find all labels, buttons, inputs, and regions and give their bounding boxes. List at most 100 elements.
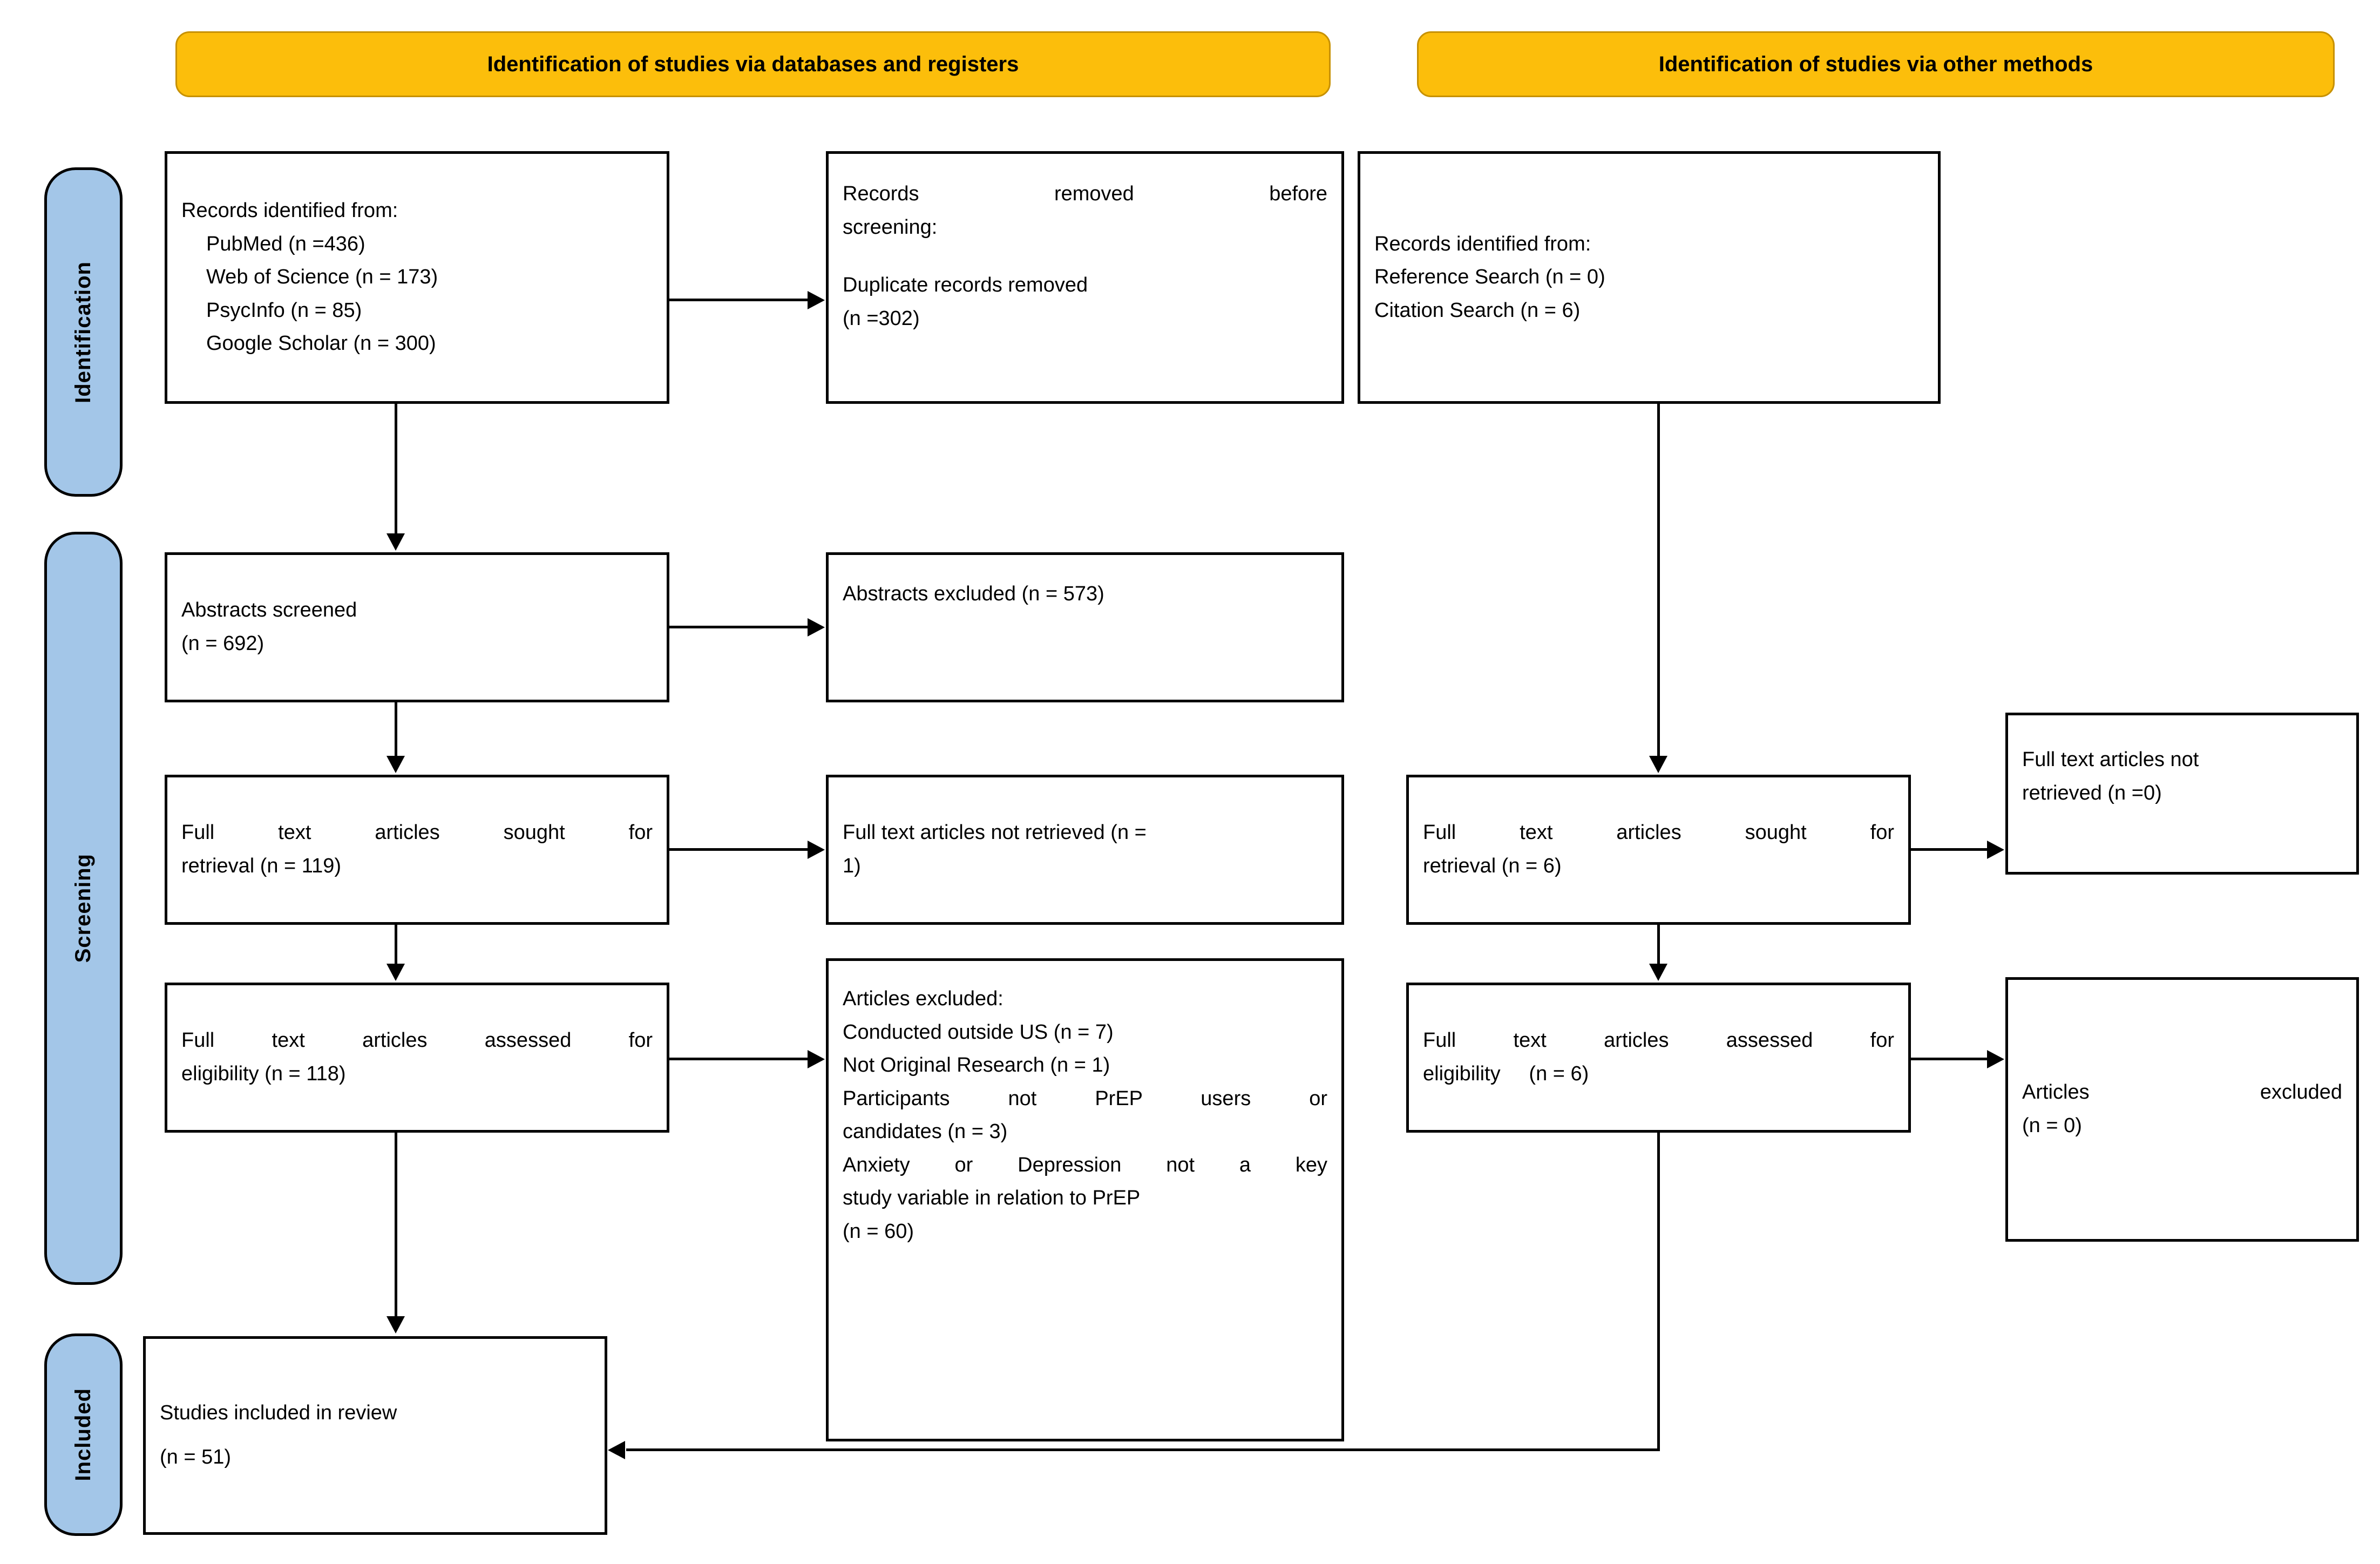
records-source-reference-search: Reference Search (n = 0) <box>1374 266 1605 289</box>
box-fulltext-not-retrieved-other: Full text articles not retrieved (n =0) <box>2005 713 2359 875</box>
fulltext-sought-other-word-sought: sought <box>1745 821 1807 844</box>
fulltext-assessed-other-word-eligibility: eligibility <box>1423 1062 1501 1085</box>
reason3-word-participants: Participants <box>843 1087 950 1110</box>
records-identified-title: Records identified from: <box>181 199 398 222</box>
connector-other-sought-to-not-retrieved <box>1911 848 1988 851</box>
records-identified-other-title: Records identified from: <box>1374 232 1591 255</box>
abstracts-excluded-label: Abstracts excluded (n = 573) <box>843 583 1104 605</box>
records-source-google-scholar: Google Scholar (n = 300) <box>206 332 436 355</box>
reason4-word-anxiety: Anxiety <box>843 1153 910 1176</box>
fulltext-assessed-other-word-for: for <box>1870 1029 1895 1052</box>
phase-header-other-methods: Identification of studies via other meth… <box>1417 31 2335 97</box>
articles-excluded-other-line-2: (n = 0) <box>2022 1114 2082 1137</box>
connector-other-sought-to-assessed <box>1657 925 1660 966</box>
stage-label-screening-text: Screening <box>71 854 95 963</box>
records-removed-line-2: screening: <box>843 211 1327 245</box>
fulltext-sought-word-sought: sought <box>503 821 565 844</box>
fulltext-sought-other-line-2: retrieval (n = 6) <box>1423 855 1562 877</box>
stage-label-screening: Screening <box>44 532 123 1285</box>
records-source-web-of-science: Web of Science (n = 173) <box>206 266 438 289</box>
fulltext-assessed-other-line-1: Full text articles assessed for <box>1423 1024 1894 1058</box>
box-fulltext-assessed-other: Full text articles assessed for eligibil… <box>1406 983 1911 1133</box>
reason3-word-not: not <box>1008 1087 1037 1110</box>
records-removed-word-records: Records <box>843 182 919 205</box>
duplicate-records-removed-count: (n =302) <box>843 307 920 330</box>
arrowhead-other-sought-to-not-retrieved <box>1987 841 2004 859</box>
fulltext-assessed-word-full: Full <box>181 1029 215 1052</box>
arrowhead-identified-to-removed <box>808 291 825 309</box>
connector-sought-to-not-retrieved <box>669 848 809 851</box>
arrowhead-assessed-to-included <box>387 1316 405 1333</box>
box-articles-excluded-databases: Articles excluded: Conducted outside US … <box>826 958 1344 1441</box>
records-source-psycinfo: PsycInfo (n = 85) <box>206 299 362 322</box>
articles-excluded-title: Articles excluded: <box>843 987 1003 1010</box>
box-fulltext-assessed-databases: Full text articles assessed for eligibil… <box>165 983 669 1133</box>
phase-header-databases: Identification of studies via databases … <box>175 31 1331 97</box>
records-removed-word-before: before <box>1269 182 1327 205</box>
connector-other-assessed-left-to-included <box>626 1448 1659 1451</box>
duplicate-records-removed-label: Duplicate records removed <box>843 274 1088 297</box>
phase-header-other-methods-label: Identification of studies via other meth… <box>1658 52 2093 76</box>
box-records-removed-before-screening: Records removed before screening: Duplic… <box>826 151 1344 404</box>
box-fulltext-sought-databases: Full text articles sought for retrieval … <box>165 775 669 925</box>
fulltext-sought-word-for: for <box>628 821 653 844</box>
records-source-citation-search: Citation Search (n = 6) <box>1374 299 1581 322</box>
abstracts-screened-count: (n = 692) <box>181 632 265 655</box>
reason4-word-key: key <box>1295 1153 1328 1176</box>
box-studies-included-in-review: Studies included in review (n = 51) <box>143 1336 607 1535</box>
fulltext-assessed-other-count: (n = 6) <box>1529 1062 1589 1085</box>
arrowhead-assessed-to-excluded <box>808 1050 825 1068</box>
abstracts-screened-label: Abstracts screened <box>181 599 357 622</box>
arrowhead-other-sought-to-assessed <box>1649 964 1667 981</box>
fulltext-assessed-word-for: for <box>628 1029 653 1052</box>
connector-other-assessed-to-excluded <box>1911 1058 1988 1060</box>
fulltext-assessed-other-word-full: Full <box>1423 1029 1456 1052</box>
records-removed-colon: : <box>931 215 938 239</box>
records-source-pubmed: PubMed (n =436) <box>206 232 365 255</box>
fulltext-sought-other-line-1: Full text articles sought for <box>1423 816 1894 850</box>
connector-identified-to-abstracts <box>395 404 397 535</box>
records-removed-word-removed: removed <box>1054 182 1134 205</box>
fulltext-assessed-word-articles: articles <box>362 1029 428 1052</box>
fulltext-assessed-word-assessed: assessed <box>484 1029 572 1052</box>
connector-other-identified-to-sought <box>1657 404 1660 757</box>
arrowhead-identified-to-abstracts <box>387 533 405 551</box>
connector-assessed-to-excluded <box>669 1058 809 1060</box>
fulltext-assessed-other-word-articles: articles <box>1604 1029 1669 1052</box>
arrowhead-abstracts-to-sought <box>387 756 405 773</box>
box-articles-excluded-other: Articles excluded (n = 0) <box>2005 977 2359 1242</box>
connector-abstracts-to-excluded <box>669 626 809 628</box>
reason3-word-users: users <box>1201 1087 1251 1110</box>
fulltext-sought-line-1: Full text articles sought for <box>181 816 653 850</box>
reason4-word-or: or <box>954 1153 973 1176</box>
fulltext-not-retrieved-other-line-2: retrieved (n =0) <box>2022 781 2162 804</box>
fulltext-not-retrieved-other-line-1: Full text articles not <box>2022 748 2199 771</box>
articles-excluded-reason-3-line-1: Participants not PrEP users or <box>843 1082 1327 1116</box>
fulltext-not-retrieved-line-2: 1) <box>843 855 861 877</box>
reason4-word-depression: Depression <box>1018 1153 1122 1176</box>
fulltext-assessed-other-line-2: eligibility (n = 6) <box>1423 1058 1894 1091</box>
box-records-identified-other: Records identified from: Reference Searc… <box>1358 151 1941 404</box>
fulltext-assessed-other-word-assessed: assessed <box>1726 1029 1813 1052</box>
fulltext-sought-other-word-articles: articles <box>1616 821 1681 844</box>
fulltext-sought-other-word-full: Full <box>1423 821 1456 844</box>
stage-label-identification: Identification <box>44 167 123 497</box>
records-removed-word-screening: screening <box>843 215 932 239</box>
arrowhead-sought-to-not-retrieved <box>808 841 825 859</box>
articles-excluded-other-word-articles: Articles <box>2022 1081 2090 1104</box>
stage-label-included-text: Included <box>71 1388 95 1481</box>
fulltext-assessed-word-text: text <box>272 1029 305 1052</box>
fulltext-sought-word-text: text <box>278 821 311 844</box>
box-fulltext-not-retrieved-databases: Full text articles not retrieved (n = 1) <box>826 775 1344 925</box>
fulltext-not-retrieved-line-1: Full text articles not retrieved (n = <box>843 821 1147 844</box>
reason3-word-prep: PrEP <box>1095 1087 1143 1110</box>
arrowhead-sought-to-assessed <box>387 964 405 981</box>
arrowhead-other-assessed-to-included <box>608 1441 625 1459</box>
arrowhead-other-assessed-to-excluded <box>1987 1050 2004 1068</box>
studies-included-label: Studies included in review <box>160 1401 397 1425</box>
fulltext-sought-other-word-for: for <box>1870 821 1894 844</box>
box-fulltext-sought-other: Full text articles sought for retrieval … <box>1406 775 1911 925</box>
connector-identified-to-removed <box>669 299 809 301</box>
fulltext-sought-word-articles: articles <box>375 821 440 844</box>
